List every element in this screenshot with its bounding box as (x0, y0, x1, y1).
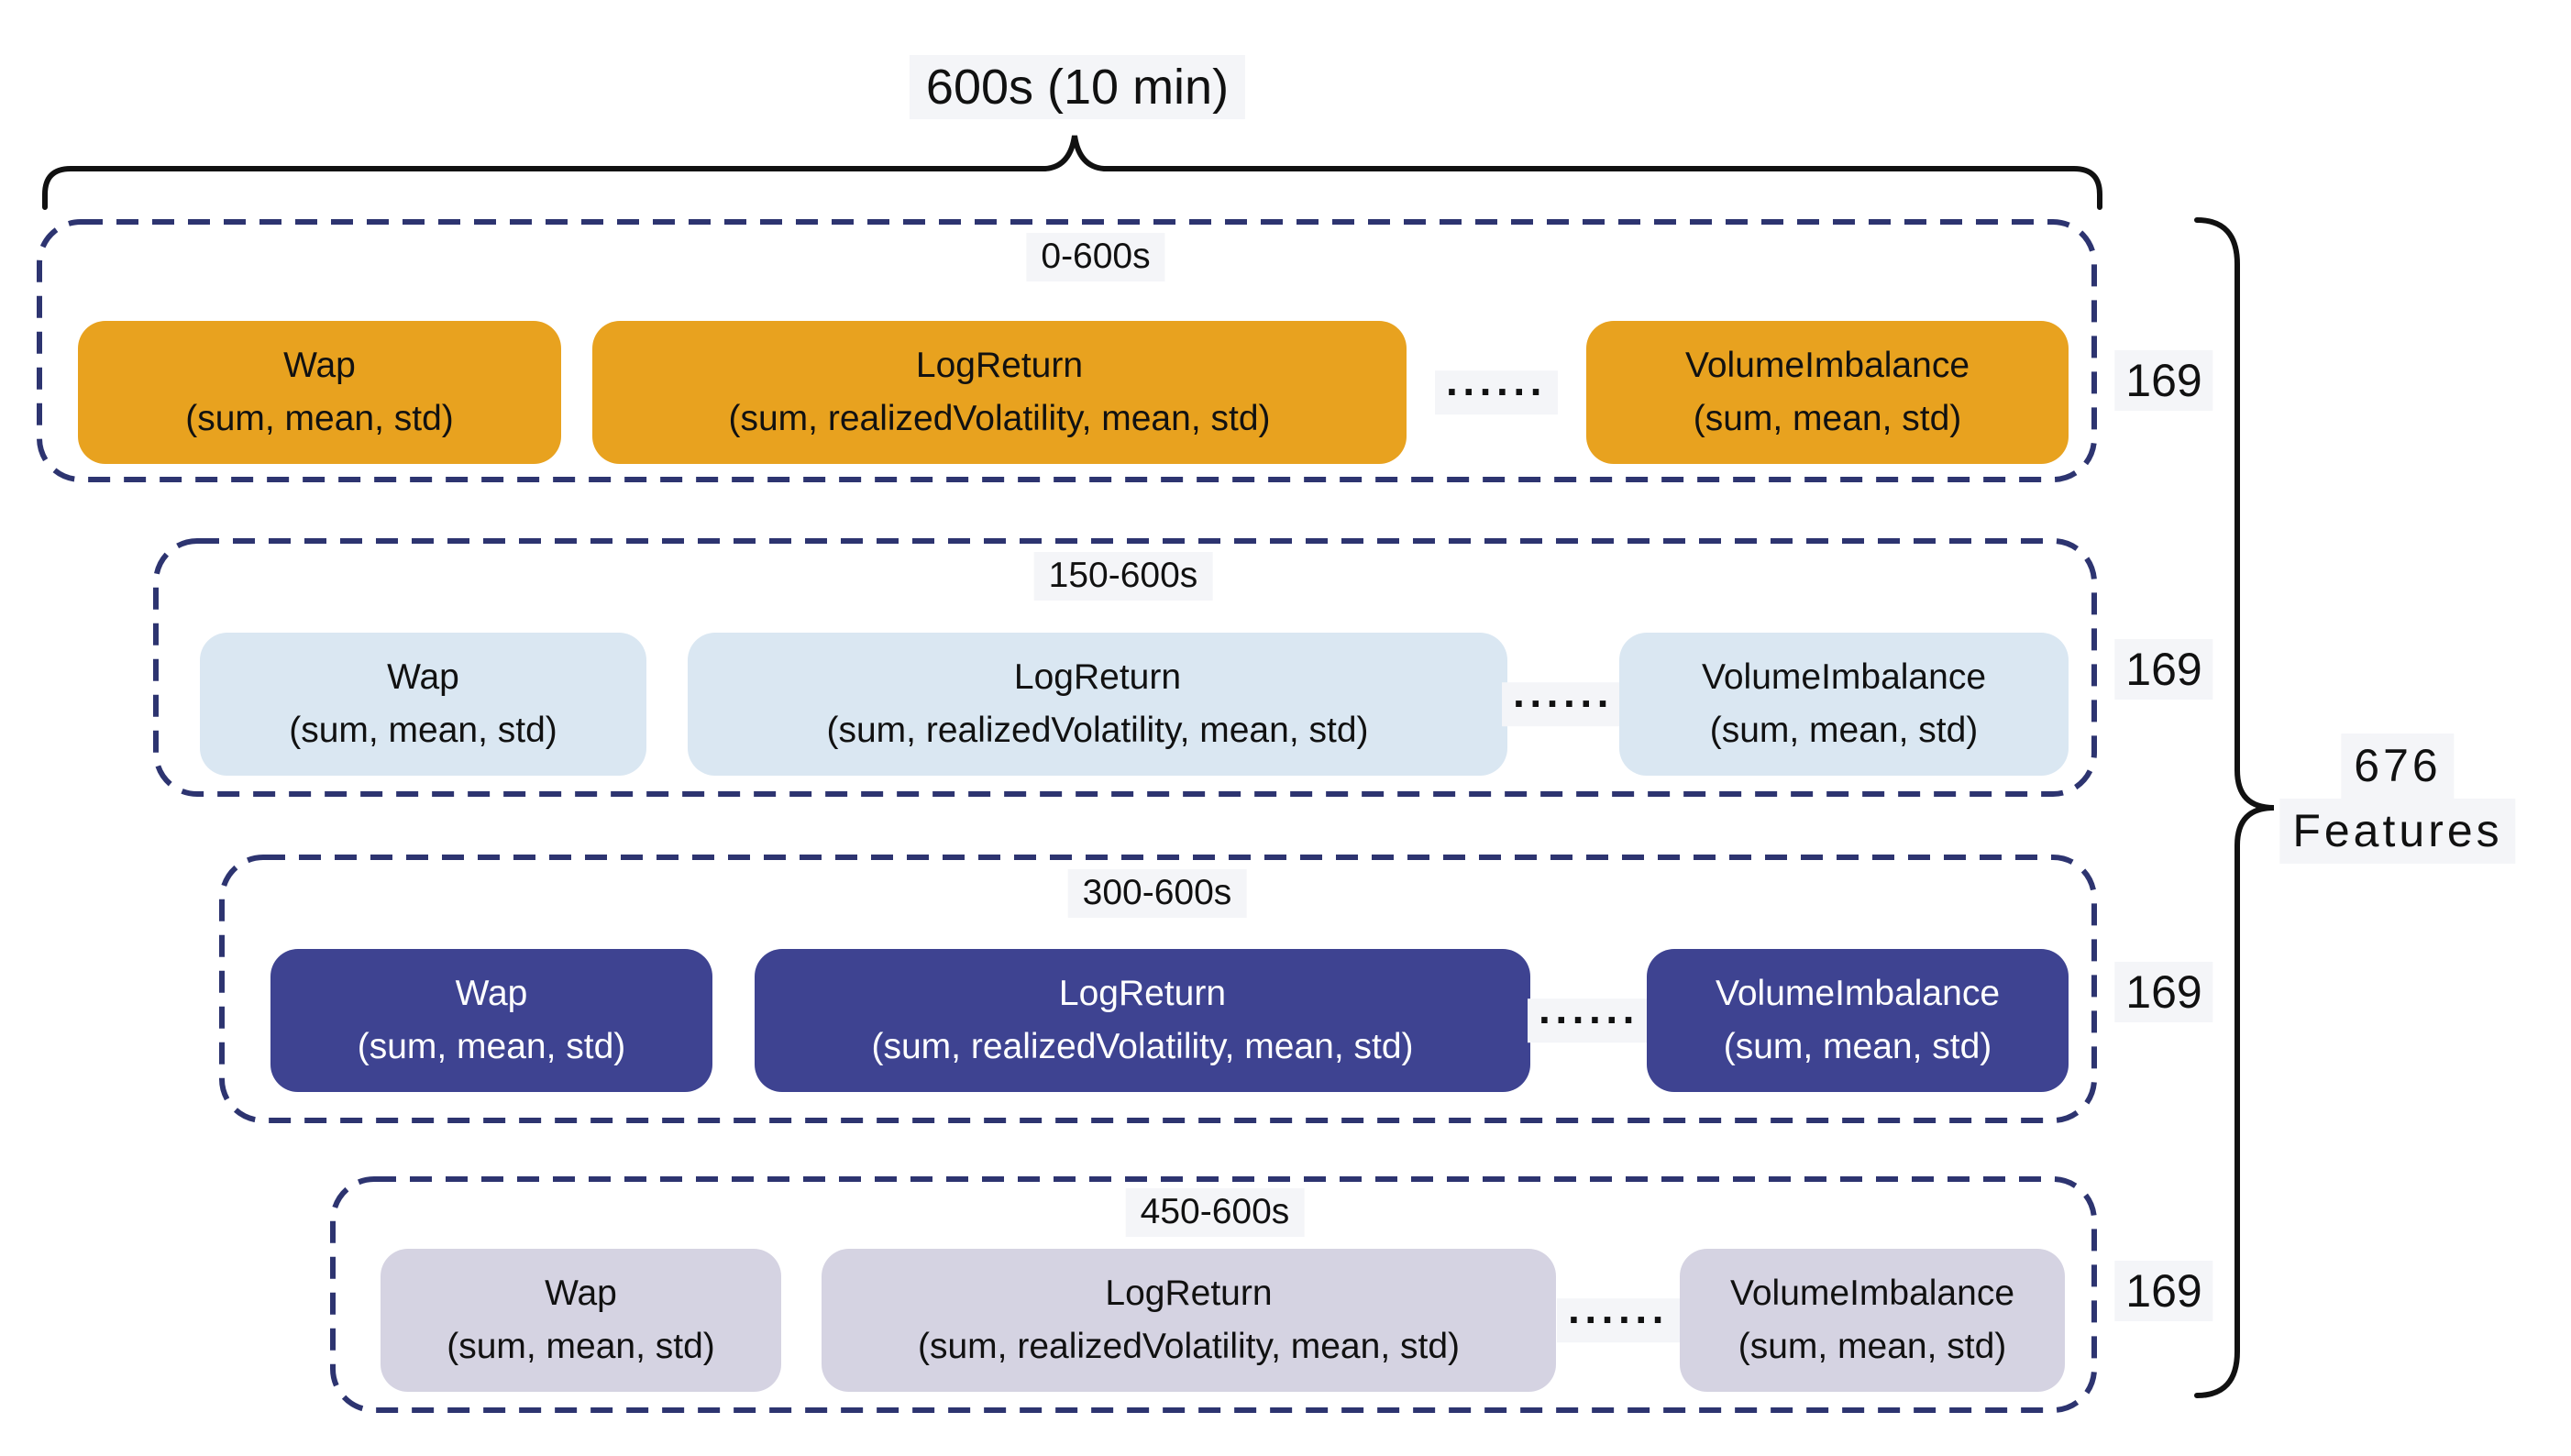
feature-box-volumeimbalance: VolumeImbalance (sum, mean, std) (1680, 1249, 2065, 1392)
window-range-label: 450-600s (1125, 1188, 1305, 1237)
window-outline-150-600s (153, 538, 2097, 797)
total-features-label: 676 Features (2279, 734, 2516, 864)
feature-box-volumeimbalance: VolumeImbalance (sum, mean, std) (1619, 633, 2069, 776)
feature-name: VolumeImbalance (1715, 973, 2001, 1013)
feature-box-volumeimbalance: VolumeImbalance (sum, mean, std) (1586, 321, 2069, 464)
window-outline-300-600s (219, 855, 2097, 1123)
feature-stats: (sum, realizedVolatility, mean, std) (918, 1327, 1460, 1366)
ellipsis-dots: ······ (1557, 1298, 1680, 1342)
window-range-label: 0-600s (1026, 233, 1165, 281)
ellipsis-dots: ······ (1435, 370, 1558, 414)
top-brace (42, 135, 2102, 210)
total-features-word: Features (2279, 799, 2516, 864)
feature-count: 169 (2114, 962, 2213, 1022)
feature-stats: (sum, mean, std) (1723, 1027, 1992, 1066)
feature-name: LogReturn (1058, 973, 1227, 1013)
feature-box-volumeimbalance: VolumeImbalance (sum, mean, std) (1647, 949, 2069, 1092)
feature-box-wap: Wap (sum, mean, std) (270, 949, 712, 1092)
total-features-count: 676 (2341, 734, 2455, 799)
feature-stats: (sum, mean, std) (357, 1027, 626, 1066)
feature-name: Wap (387, 656, 459, 697)
window-outline-450-600s (330, 1176, 2097, 1413)
feature-stats: (sum, mean, std) (1709, 711, 1979, 750)
feature-stats: (sum, realizedVolatility, mean, std) (826, 711, 1369, 750)
feature-count: 169 (2114, 350, 2213, 411)
feature-name: VolumeImbalance (1701, 656, 1987, 697)
feature-name: Wap (545, 1273, 617, 1313)
feature-stats: (sum, realizedVolatility, mean, std) (871, 1027, 1414, 1066)
feature-stats: (sum, mean, std) (185, 399, 454, 438)
feature-box-logreturn: LogReturn (sum, realizedVolatility, mean… (822, 1249, 1556, 1392)
feature-name: LogReturn (1013, 656, 1182, 697)
feature-count: 169 (2114, 1261, 2213, 1321)
window-range-label: 150-600s (1033, 552, 1213, 601)
feature-box-logreturn: LogReturn (sum, realizedVolatility, mean… (688, 633, 1507, 776)
feature-name: Wap (455, 973, 528, 1013)
window-outline-0-600s (37, 219, 2097, 482)
window-range-label: 300-600s (1067, 869, 1247, 918)
feature-stats: (sum, realizedVolatility, mean, std) (728, 399, 1271, 438)
feature-stats: (sum, mean, std) (289, 711, 557, 750)
feature-name: LogReturn (1105, 1273, 1273, 1313)
feature-stats: (sum, mean, std) (1738, 1327, 2007, 1366)
feature-name: LogReturn (915, 345, 1084, 385)
ellipsis-dots: ······ (1502, 682, 1625, 726)
duration-title: 600s (10 min) (909, 55, 1246, 120)
right-brace (2194, 217, 2275, 1398)
feature-box-wap: Wap (sum, mean, std) (381, 1249, 781, 1392)
feature-box-logreturn: LogReturn (sum, realizedVolatility, mean… (755, 949, 1530, 1092)
feature-name: Wap (283, 345, 356, 385)
feature-box-wap: Wap (sum, mean, std) (200, 633, 646, 776)
feature-name: VolumeImbalance (1684, 345, 1970, 385)
feature-name: VolumeImbalance (1729, 1273, 2015, 1313)
feature-stats: (sum, mean, std) (1693, 399, 1962, 438)
feature-box-logreturn: LogReturn (sum, realizedVolatility, mean… (592, 321, 1407, 464)
feature-count: 169 (2114, 639, 2213, 700)
feature-stats: (sum, mean, std) (447, 1327, 715, 1366)
ellipsis-dots: ······ (1528, 998, 1650, 1042)
feature-box-wap: Wap (sum, mean, std) (78, 321, 561, 464)
